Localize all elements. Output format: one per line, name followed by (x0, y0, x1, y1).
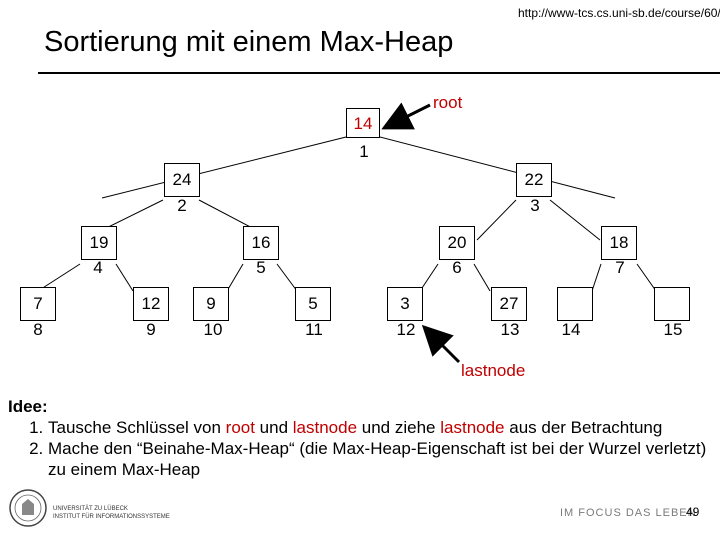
idea-heading: Idee: (8, 397, 48, 416)
edge-4-9 (115, 263, 134, 292)
lastnode-arrow (421, 324, 461, 364)
node-index-4: 4 (93, 258, 103, 277)
heap-node-8: 7 (20, 287, 56, 321)
node-index-14: 14 (561, 320, 581, 339)
node-index-7: 7 (615, 258, 625, 277)
node-index-3: 3 (530, 196, 540, 215)
node-index-9: 9 (146, 320, 156, 339)
lastnode-label: lastnode (461, 361, 526, 380)
node-index-10: 10 (203, 320, 223, 339)
heap-node-6: 20 (439, 226, 475, 260)
source-url[interactable]: http://www-tcs.cs.uni-sb.de/course/60/ (518, 6, 720, 20)
title-divider (38, 72, 720, 74)
heap-node-10: 9 (193, 287, 229, 321)
root-arrow (381, 102, 431, 130)
page-number: 49 (686, 505, 700, 519)
idea-steps: Tausche Schlüssel von root und lastnode … (8, 417, 708, 480)
heap-node-13: 27 (491, 287, 527, 321)
root-label: root (433, 93, 463, 112)
edge-1-2 (101, 136, 347, 199)
edge-3-6 (476, 199, 517, 241)
node-index-8: 8 (33, 320, 43, 339)
edge-7-15 (636, 263, 657, 292)
idea-text: Idee: Tausche Schlüssel von root und las… (8, 396, 708, 480)
edge-3-7 (549, 199, 601, 241)
node-index-15: 15 (663, 320, 683, 339)
node-index-2: 2 (177, 196, 187, 215)
university-motto: IM FOCUS DAS LEBEN (560, 507, 697, 519)
heap-node-7: 18 (601, 226, 637, 260)
edge-5-11 (276, 263, 298, 292)
university-name: UNIVERSITÄT ZU LÜBECK INSTITUT FÜR INFOR… (53, 506, 170, 520)
heap-node-11: 5 (295, 287, 331, 321)
edge-6-12 (419, 263, 439, 292)
edge-5-10 (226, 263, 244, 292)
university-seal-icon (9, 489, 47, 527)
heap-node-15 (654, 287, 690, 321)
heap-node-4: 19 (81, 226, 117, 260)
idea-step-2: Mache den “Beinahe-Max-Heap“ (die Max-He… (48, 438, 708, 480)
node-index-1: 1 (359, 142, 369, 161)
edge-4-8 (37, 263, 81, 292)
heap-node-9: 12 (133, 287, 169, 321)
edge-6-13 (473, 263, 491, 292)
heap-node-12: 3 (387, 287, 423, 321)
heap-node-14 (557, 287, 593, 321)
slide-title: Sortierung mit einem Max-Heap (44, 26, 454, 58)
node-index-11: 11 (305, 320, 323, 339)
node-index-13: 13 (500, 320, 520, 339)
edge-7-14 (591, 263, 602, 292)
edge-1-3 (379, 136, 616, 199)
node-index-12: 12 (396, 320, 416, 339)
node-index-6: 6 (452, 258, 462, 277)
heap-node-5: 16 (243, 226, 279, 260)
heap-node-2: 24 (164, 163, 200, 197)
node-index-5: 5 (256, 258, 266, 277)
heap-node-3: 22 (516, 163, 552, 197)
idea-step-1: Tausche Schlüssel von root und lastnode … (48, 417, 708, 438)
heap-node-1: 14 (346, 108, 380, 138)
